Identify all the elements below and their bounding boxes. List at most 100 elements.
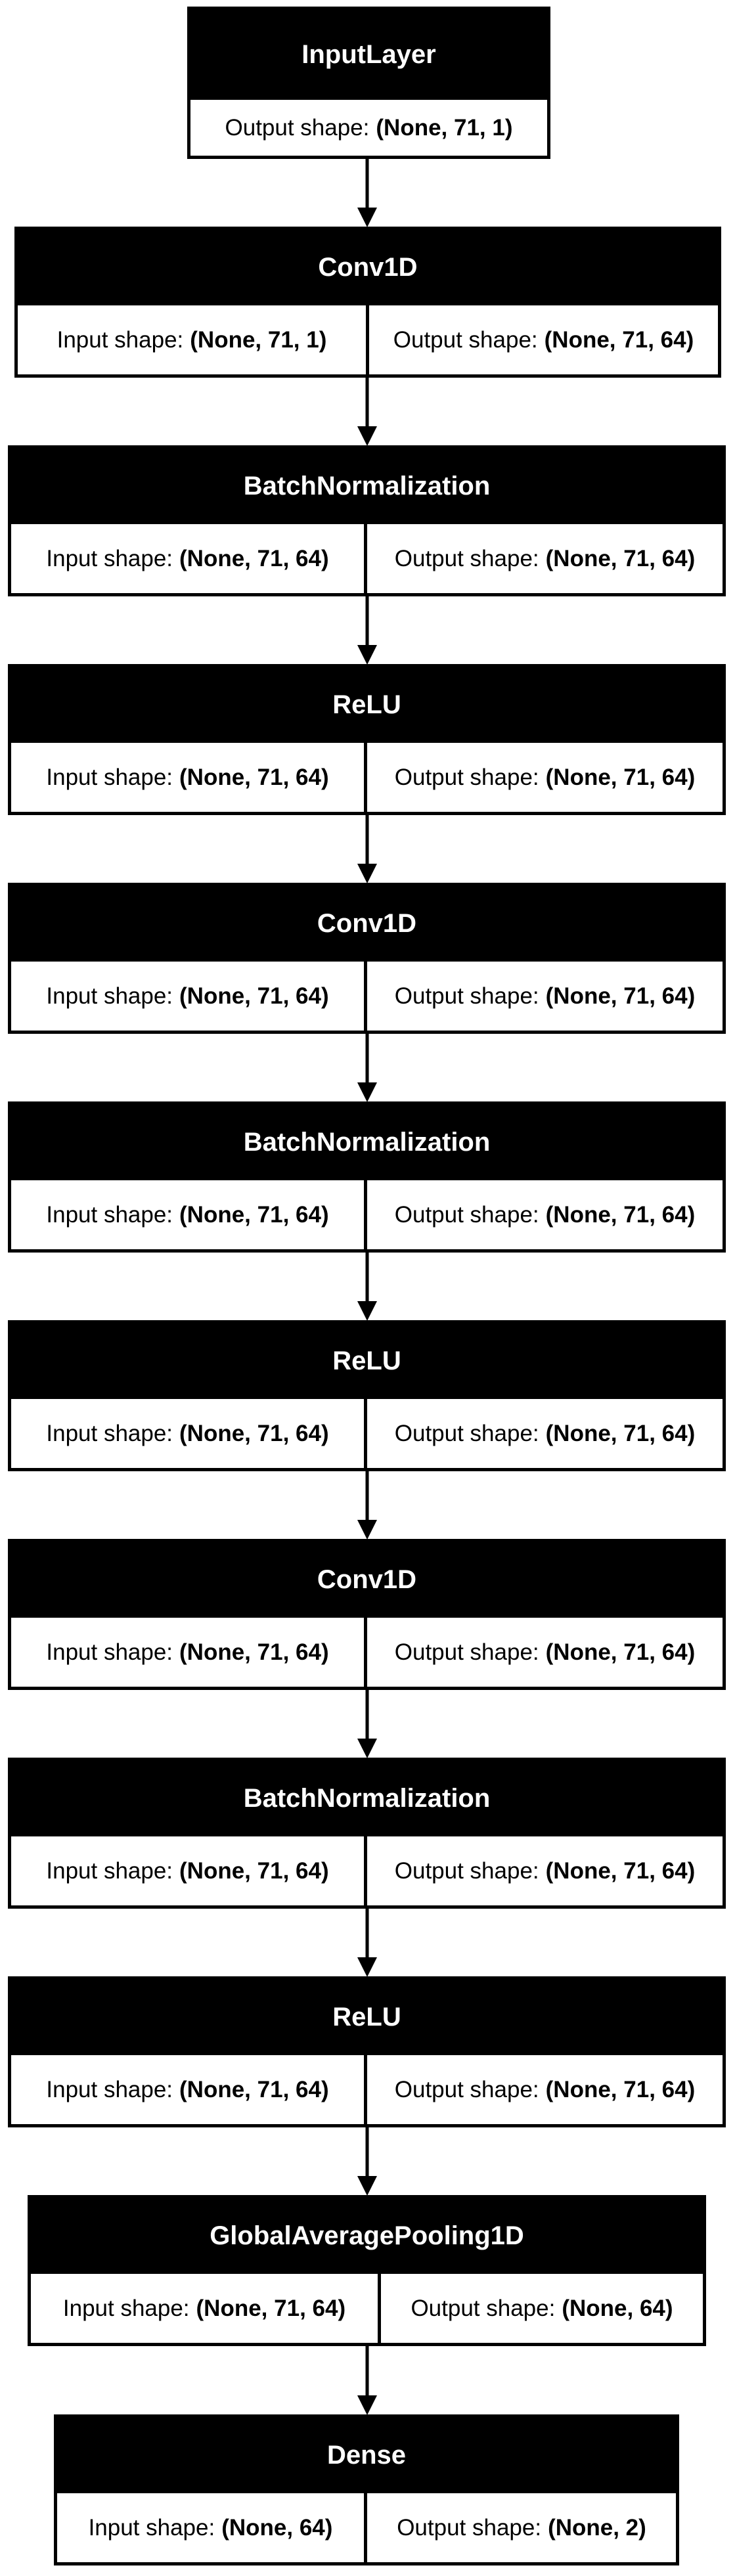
output-shape-cell: Output shape:(None, 71, 64): [364, 1836, 723, 1905]
shape-label: Input shape:: [46, 1857, 173, 1884]
shape-value: (None, 71, 64): [196, 2295, 346, 2321]
layer-shapes: Input shape:(None, 71, 64)Output shape:(…: [31, 2274, 703, 2343]
shape-value: (None, 71, 64): [179, 1857, 329, 1884]
shape-label: Output shape:: [393, 326, 538, 353]
shape-label: Input shape:: [56, 326, 184, 353]
layer-shapes: Input shape:(None, 71, 64)Output shape:(…: [11, 524, 723, 593]
output-shape-cell: Output shape:(None, 71, 64): [364, 962, 723, 1031]
shape-value: (None, 71, 64): [545, 1639, 696, 1665]
output-shape-cell: Output shape:(None, 71, 64): [364, 1399, 723, 1468]
input-shape-cell: Input shape:(None, 71, 1): [18, 305, 366, 374]
shape-value: (None, 71, 64): [179, 1420, 329, 1446]
layer-shapes: Output shape:(None, 71, 1): [190, 100, 547, 156]
layer-title: ReLU: [11, 667, 723, 743]
shape-value: (None, 71, 64): [545, 1201, 696, 1228]
shape-label: Output shape:: [394, 545, 539, 571]
layer-title: ReLU: [11, 1980, 723, 2055]
layer-shapes: Input shape:(None, 71, 64)Output shape:(…: [11, 1399, 723, 1468]
output-shape-cell: Output shape:(None, 71, 64): [366, 305, 718, 374]
shape-value: (None, 71, 64): [179, 983, 329, 1009]
shape-label: Output shape:: [225, 114, 370, 141]
output-shape-cell: Output shape:(None, 71, 64): [364, 524, 723, 593]
layer-shapes: Input shape:(None, 64)Output shape:(None…: [57, 2493, 676, 2562]
shape-label: Input shape:: [46, 764, 173, 790]
shape-value: (None, 71, 64): [179, 545, 329, 571]
shape-label: Output shape:: [394, 1857, 539, 1884]
shape-label: Input shape:: [46, 545, 173, 571]
input-shape-cell: Input shape:(None, 71, 64): [11, 524, 364, 593]
layer-shapes: Input shape:(None, 71, 64)Output shape:(…: [11, 1618, 723, 1687]
shape-value: (None, 71, 64): [545, 764, 696, 790]
shape-value: (None, 71, 1): [376, 114, 513, 141]
shape-value: (None, 71, 64): [544, 326, 694, 353]
shape-value: (None, 71, 64): [545, 545, 696, 571]
layer-shapes: Input shape:(None, 71, 1)Output shape:(N…: [18, 305, 718, 374]
output-shape-cell: Output shape:(None, 71, 1): [190, 100, 547, 156]
shape-value: (None, 71, 64): [179, 1639, 329, 1665]
layer-shapes: Input shape:(None, 71, 64)Output shape:(…: [11, 1836, 723, 1905]
output-shape-cell: Output shape:(None, 71, 64): [364, 2055, 723, 2124]
shape-label: Output shape:: [394, 1201, 539, 1228]
layer-title: ReLU: [11, 1323, 723, 1399]
input-shape-cell: Input shape:(None, 71, 64): [31, 2274, 378, 2343]
layer-shapes: Input shape:(None, 71, 64)Output shape:(…: [11, 743, 723, 812]
shape-label: Input shape:: [46, 1639, 173, 1665]
shape-label: Input shape:: [46, 1420, 173, 1446]
input-shape-cell: Input shape:(None, 71, 64): [11, 743, 364, 812]
shape-value: (None, 71, 64): [545, 1857, 696, 1884]
output-shape-cell: Output shape:(None, 71, 64): [364, 1180, 723, 1249]
layer-shapes: Input shape:(None, 71, 64)Output shape:(…: [11, 962, 723, 1031]
shape-value: (None, 71, 64): [545, 2076, 696, 2102]
input-shape-cell: Input shape:(None, 71, 64): [11, 2055, 364, 2124]
layer-title: InputLayer: [190, 10, 547, 100]
output-shape-cell: Output shape:(None, 2): [364, 2493, 676, 2562]
shape-value: (None, 71, 64): [179, 764, 329, 790]
layer-title: Conv1D: [11, 1542, 723, 1618]
shape-label: Input shape:: [62, 2295, 190, 2321]
shape-label: Output shape:: [394, 983, 539, 1009]
shape-label: Output shape:: [394, 1420, 539, 1446]
shape-value: (None, 64): [221, 2514, 333, 2541]
layer-title: Dense: [57, 2418, 676, 2493]
shape-value: (None, 71, 64): [179, 2076, 329, 2102]
shape-value: (None, 64): [562, 2295, 673, 2321]
shape-label: Input shape:: [46, 1201, 173, 1228]
shape-label: Output shape:: [411, 2295, 556, 2321]
output-shape-cell: Output shape:(None, 71, 64): [364, 743, 723, 812]
shape-label: Input shape:: [46, 2076, 173, 2102]
input-shape-cell: Input shape:(None, 71, 64): [11, 1399, 364, 1468]
shape-label: Output shape:: [394, 2076, 539, 2102]
shape-label: Output shape:: [394, 1639, 539, 1665]
shape-label: Output shape:: [394, 764, 539, 790]
shape-value: (None, 71, 64): [545, 983, 696, 1009]
input-shape-cell: Input shape:(None, 71, 64): [11, 1180, 364, 1249]
input-shape-cell: Input shape:(None, 64): [57, 2493, 364, 2562]
input-shape-cell: Input shape:(None, 71, 64): [11, 1836, 364, 1905]
shape-label: Input shape:: [46, 983, 173, 1009]
layer-title: Conv1D: [18, 230, 718, 305]
shape-label: Output shape:: [397, 2514, 542, 2541]
layer-title: GlobalAveragePooling1D: [31, 2198, 703, 2274]
shape-value: (None, 71, 64): [179, 1201, 329, 1228]
output-shape-cell: Output shape:(None, 71, 64): [364, 1618, 723, 1687]
layer-title: BatchNormalization: [11, 1105, 723, 1180]
input-shape-cell: Input shape:(None, 71, 64): [11, 962, 364, 1031]
shape-label: Input shape:: [88, 2514, 215, 2541]
layer-title: Conv1D: [11, 886, 723, 962]
layer-shapes: Input shape:(None, 71, 64)Output shape:(…: [11, 2055, 723, 2124]
input-shape-cell: Input shape:(None, 71, 64): [11, 1618, 364, 1687]
shape-value: (None, 2): [548, 2514, 646, 2541]
layer-title: BatchNormalization: [11, 1761, 723, 1836]
shape-value: (None, 71, 1): [190, 326, 327, 353]
